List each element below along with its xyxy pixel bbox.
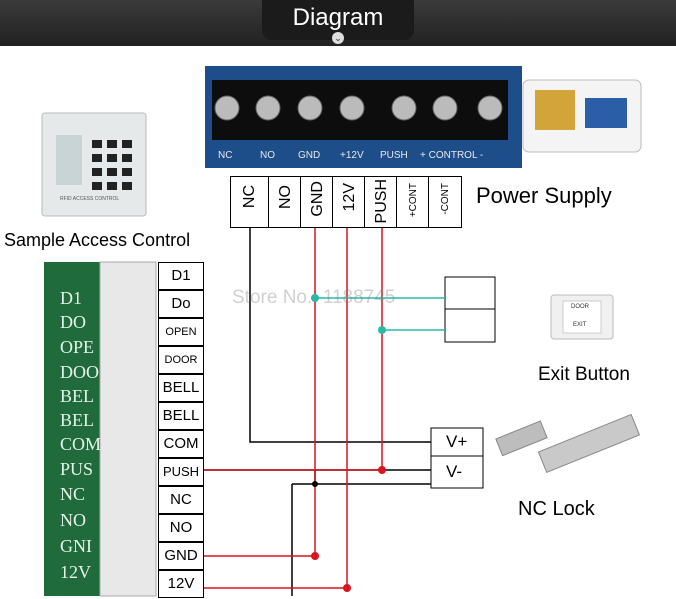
terminal-label: PUSH <box>373 179 390 224</box>
terminal-screws <box>214 95 503 121</box>
board-label: GND <box>298 150 321 161</box>
pin-label: OPEN <box>158 318 204 346</box>
pin-label: D1 <box>158 262 204 290</box>
exit-face-top: DOOR <box>571 304 589 310</box>
board-print: GNI <box>60 536 92 556</box>
board-label: +12V <box>340 150 364 161</box>
terminal-label: GND <box>309 181 326 217</box>
board-print: COM <box>60 434 102 454</box>
pin-label: GND <box>158 542 204 570</box>
terminal-label-box: 12V <box>332 176 366 228</box>
exit-button-label: Exit Button <box>538 364 630 385</box>
lock-vplus-label: V+ <box>446 432 468 451</box>
pin-label: BELL <box>158 402 204 430</box>
board-label: PUSH <box>380 150 408 161</box>
terminal-label-box: NO <box>268 176 302 228</box>
wire-nc-to-vplus <box>249 228 431 443</box>
board-print: NC <box>60 484 86 504</box>
rfid-area <box>56 135 82 185</box>
terminal-screw <box>391 95 417 121</box>
board-label: NO <box>260 150 275 161</box>
pin-label: BELL <box>158 374 204 402</box>
pin-header <box>99 261 157 597</box>
chevron-down-icon[interactable]: ⌄ <box>332 32 344 44</box>
wire-node <box>311 294 319 302</box>
terminal-screw <box>297 95 323 121</box>
terminal-label-box: NC <box>230 176 270 228</box>
lock-label: NC Lock <box>518 498 595 520</box>
terminal-screw <box>477 95 503 121</box>
lock-magnet <box>537 413 641 474</box>
board-label: + CONTROL - <box>420 150 484 161</box>
lock-armature <box>495 420 548 457</box>
terminal-screw <box>432 95 458 121</box>
exit-terminal-bottom <box>444 308 496 343</box>
board-print: 12V <box>60 562 91 582</box>
terminal-screw <box>339 95 365 121</box>
wire-node <box>311 552 319 560</box>
board-print: DO <box>60 312 86 332</box>
transformer <box>535 90 575 130</box>
keypad-label: RFID ACCESS CONTROL <box>60 196 120 202</box>
board-print: BEL <box>60 386 94 406</box>
terminal-label-box: GND <box>300 176 334 228</box>
lock-terminal-plus <box>430 427 484 457</box>
board-print: DOO <box>60 362 99 382</box>
header-bar: Diagram ⌄ <box>0 0 676 46</box>
wire-node <box>378 466 386 474</box>
exit-terminal-top <box>444 276 496 310</box>
pin-label: PUSH <box>158 458 204 486</box>
power-supply-title: Power Supply <box>476 183 612 208</box>
lock-vminus-label: V- <box>446 462 463 481</box>
exit-face-bottom: EXIT <box>573 322 587 328</box>
psu-pcb <box>585 98 627 128</box>
keypad-keys <box>92 140 132 190</box>
terminal-label-box: PUSH <box>364 176 398 228</box>
pin-label: NC <box>158 486 204 514</box>
wire-node <box>378 326 386 334</box>
board-label: NC <box>218 150 233 161</box>
board-print: NO <box>60 510 86 530</box>
terminal-label: NC <box>241 185 258 209</box>
terminal-label: -CONT <box>440 183 451 215</box>
terminal-label: +CONT <box>408 183 419 218</box>
terminal-label: 12V <box>341 183 358 212</box>
pin-label: 12V <box>158 570 204 598</box>
watermark: Store No.: 1188745 <box>232 287 396 308</box>
lock-terminal-minus <box>430 455 484 489</box>
access-control-caption: Sample Access Control <box>4 230 191 250</box>
wire-node <box>312 481 318 487</box>
terminal-screw <box>255 95 281 121</box>
pin-label: COM <box>158 430 204 458</box>
terminal-screw <box>214 95 240 121</box>
terminal-label-box: +CONT <box>396 176 430 228</box>
pin-label: DOOR <box>158 346 204 374</box>
terminal-label-box: -CONT <box>428 176 462 228</box>
page-title: Diagram <box>292 4 384 31</box>
board-print: PUS <box>60 459 94 479</box>
board-print: D1 <box>60 288 82 308</box>
wire-node <box>343 584 351 592</box>
pin-label: Do <box>158 290 204 318</box>
board-print: OPE <box>60 337 95 357</box>
board-print: BEL <box>60 410 94 430</box>
pin-label: NO <box>158 514 204 542</box>
terminal-label: NO <box>277 185 294 209</box>
